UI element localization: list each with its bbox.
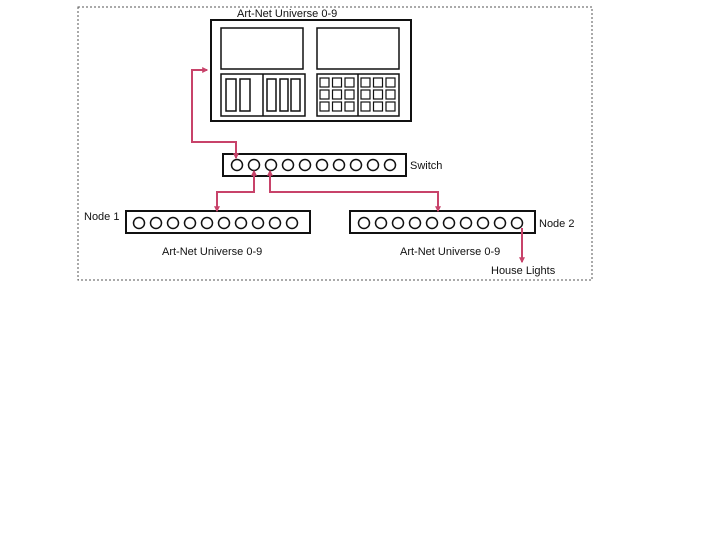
node2-port [510, 216, 524, 230]
node1-port [166, 216, 180, 230]
node1-label: Node 1 [84, 211, 119, 223]
switch-port [264, 158, 278, 172]
console-fader [239, 78, 251, 112]
node1-port [268, 216, 282, 230]
switch-port [366, 158, 380, 172]
node2-port [357, 216, 371, 230]
console-buttons [319, 77, 396, 112]
switch-port [383, 158, 397, 172]
lighting-console [210, 19, 412, 122]
console-button [385, 77, 396, 88]
console-button [319, 89, 330, 100]
node1-port [217, 216, 231, 230]
node1-port [251, 216, 265, 230]
console-button [344, 89, 355, 100]
node2-port [391, 216, 405, 230]
switch-port [281, 158, 295, 172]
console-button [372, 89, 384, 100]
switch-label: Switch [410, 160, 442, 172]
node1-port [149, 216, 163, 230]
node2-universe-label: Art-Net Universe 0-9 [400, 246, 500, 258]
node1-port [132, 216, 146, 230]
node2-port [374, 216, 388, 230]
console-button [372, 77, 384, 88]
node1-port [285, 216, 299, 230]
diagram-frame [77, 6, 593, 281]
console-button [344, 101, 355, 112]
console-button [344, 77, 355, 88]
node2-port [459, 216, 473, 230]
switch-port [230, 158, 244, 172]
node2-port [442, 216, 456, 230]
node1-port [200, 216, 214, 230]
node2-port [476, 216, 490, 230]
console-fader [266, 78, 277, 112]
console-button [385, 101, 396, 112]
switch-port [332, 158, 346, 172]
console-button [331, 89, 343, 100]
console-button [360, 77, 371, 88]
node1-ports [132, 216, 299, 230]
link-switch-node2 [267, 169, 441, 213]
node2-ports [357, 216, 524, 230]
console-button [331, 77, 343, 88]
switch-port [298, 158, 312, 172]
node2-label: Node 2 [539, 218, 574, 230]
node1-universe-label: Art-Net Universe 0-9 [162, 246, 262, 258]
switch-port [247, 158, 261, 172]
console-screen-left [220, 27, 304, 70]
node2-port [425, 216, 439, 230]
console-fader [225, 78, 237, 112]
console-button [372, 101, 384, 112]
node1-port [234, 216, 248, 230]
console-fader [290, 78, 301, 112]
console-screen-right [316, 27, 400, 70]
console-button [360, 89, 371, 100]
console-button [360, 101, 371, 112]
node1-port [183, 216, 197, 230]
link-console-switch [191, 67, 239, 160]
node2-port [408, 216, 422, 230]
link-switch-node1 [214, 169, 257, 213]
console-button [319, 101, 330, 112]
console-fader [279, 78, 289, 112]
console-button [331, 101, 343, 112]
switch-port [315, 158, 329, 172]
console-button [319, 77, 330, 88]
console-button [385, 89, 396, 100]
switch-port [349, 158, 363, 172]
node2-port [493, 216, 507, 230]
console-label: Art-Net Universe 0-9 [237, 8, 337, 20]
house-lights-label: House Lights [491, 265, 556, 277]
